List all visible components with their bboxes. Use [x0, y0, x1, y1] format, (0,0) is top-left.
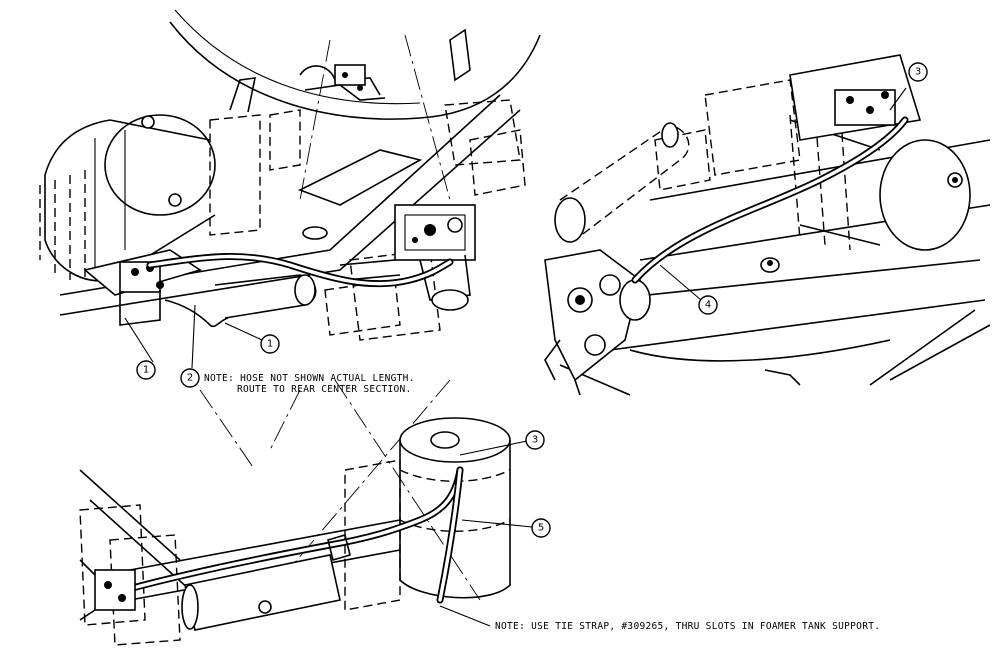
callout-leaders — [124, 87, 907, 627]
callout-5-number: 5 — [538, 523, 544, 534]
callout-4: 4 — [698, 295, 718, 315]
top-left-view — [39, 9, 541, 471]
tie-strap-note: NOTE: USE TIE STRAP, #309265, THRU SLOTS… — [495, 621, 880, 632]
hose-note-line-1: NOTE: HOSE NOT SHOWN ACTUAL LENGTH. — [204, 373, 415, 384]
right-view — [544, 54, 991, 396]
callout-3-bottom: 3 — [525, 430, 545, 450]
callout-1-right: 1 — [260, 334, 280, 354]
callout-3-top-number: 3 — [915, 67, 921, 78]
foamer-cylinder — [554, 122, 690, 243]
callout-3-bottom-number: 3 — [532, 435, 538, 446]
callout-2-number: 2 — [187, 373, 193, 384]
left-tank — [39, 114, 216, 282]
pump-manifold-right — [544, 249, 651, 396]
right-tank — [789, 104, 971, 251]
callout-2: 2 — [180, 368, 200, 388]
callout-5: 5 — [531, 518, 551, 538]
hose-note-line-2: ROUTE TO REAR CENTER SECTION. — [237, 384, 412, 395]
callout-1-right-number: 1 — [267, 339, 273, 350]
callout-3-top: 3 — [908, 62, 928, 82]
bottom-view — [79, 379, 511, 646]
callout-1-left-number: 1 — [143, 365, 149, 376]
callout-1-left: 1 — [136, 360, 156, 380]
callout-4-number: 4 — [705, 300, 711, 311]
pump-right — [339, 204, 476, 311]
